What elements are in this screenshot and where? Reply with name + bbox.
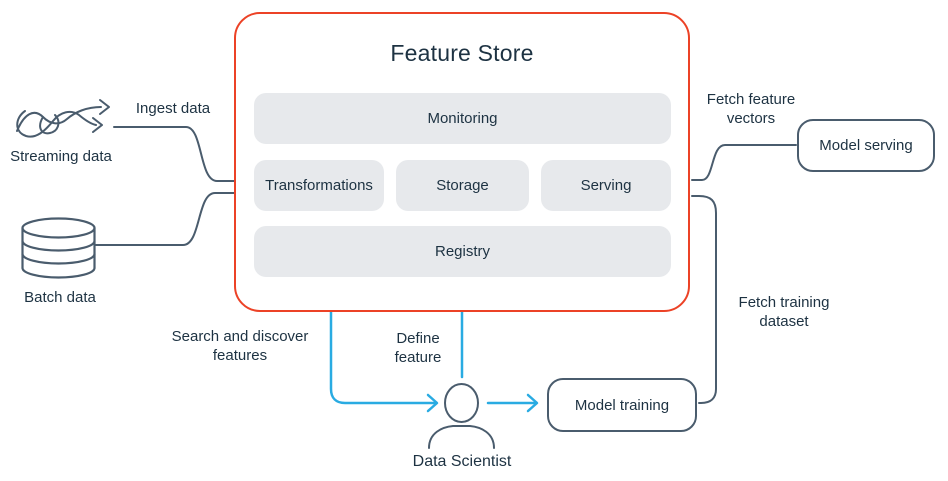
- fetch-feature-vectors-label: Fetch feature vectors: [706, 91, 796, 127]
- batch-data-connector: [94, 192, 235, 246]
- component-serving: Serving: [541, 160, 671, 211]
- define-feature-label: Define feature: [394, 330, 442, 366]
- component-storage: Storage: [396, 160, 529, 211]
- fetch-training-dataset-connector: [691, 195, 717, 404]
- ingest-data-label: Ingest data: [135, 100, 211, 117]
- data-scientist-icon: [428, 383, 495, 449]
- feature-store-container: Feature Store Monitoring Transformations…: [234, 12, 690, 312]
- batch-data-label: Batch data: [24, 289, 96, 306]
- search-and-discover-label: Search and discover features: [171, 328, 309, 364]
- streaming-data-icon: [16, 99, 110, 138]
- data-scientist-label: Data Scientist: [412, 453, 512, 470]
- model-training-node: Model training: [547, 378, 697, 432]
- batch-data-database-icon: [21, 217, 96, 279]
- fetch-feature-vectors-connector: [691, 144, 797, 181]
- component-registry: Registry: [254, 226, 671, 277]
- fetch-training-dataset-label: Fetch training dataset: [738, 294, 830, 330]
- component-transformations: Transformations: [254, 160, 384, 211]
- data-scientist-to-training-arrow: [486, 393, 539, 413]
- feature-store-title: Feature Store: [390, 40, 534, 66]
- search-and-discover-arrow: [329, 285, 439, 413]
- model-serving-node: Model serving: [797, 119, 935, 172]
- ingest-data-connector: [113, 126, 235, 182]
- component-monitoring: Monitoring: [254, 93, 671, 144]
- streaming-data-label: Streaming data: [10, 148, 112, 165]
